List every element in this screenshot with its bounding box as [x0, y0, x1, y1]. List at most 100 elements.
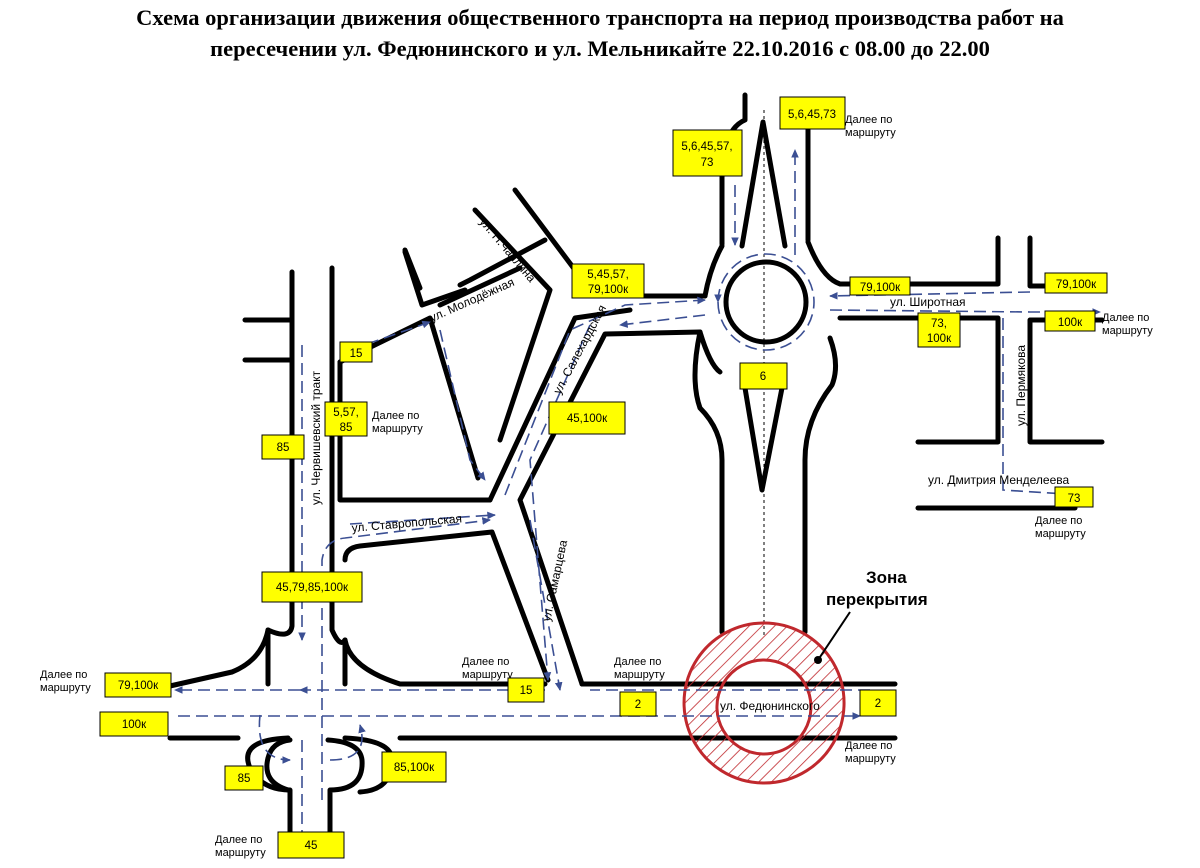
svg-text:Далее по: Далее по	[1035, 515, 1082, 527]
road-shirotnaya-east-south	[1027, 317, 1105, 445]
svg-text:45,79,85,100к: 45,79,85,100к	[276, 582, 349, 594]
badge-45-79-85-100k: 45,79,85,100к	[261, 571, 363, 603]
road-fedyuninskogo-north-edge-mid	[342, 637, 548, 687]
svg-text:маршруту: маршруту	[1102, 325, 1153, 337]
zone-label-line-1: Зона	[866, 568, 907, 587]
closure-zone	[682, 611, 851, 785]
road-west-loop-right	[325, 737, 365, 845]
svg-text:маршруту: маршруту	[845, 753, 896, 765]
arrow-west-loop-b	[329, 724, 366, 761]
roundabout-outer	[692, 228, 840, 376]
badge-5-57-85: 5,57, 85	[324, 401, 368, 437]
svg-text:Далее по: Далее по	[40, 669, 87, 681]
road-roundabout-north-island	[739, 119, 788, 249]
badge-73-mendeleeva: 73	[1054, 486, 1094, 508]
badge-85-left: 85	[261, 434, 305, 460]
badge-15-bottom: 15	[507, 677, 545, 703]
street-label-stavropolskaya: ул. Ставропольская	[351, 511, 462, 535]
badge-45-bottom: 45	[277, 831, 345, 859]
badge-100k-west: 100к	[99, 711, 169, 737]
svg-text:маршруту: маршруту	[40, 682, 91, 694]
badge-5-6-45-57-73: 5,6,45,57, 73	[672, 129, 743, 177]
badge-85-bottom: 85	[224, 765, 264, 791]
svg-text:2: 2	[875, 698, 881, 710]
badge-15-top: 15	[339, 341, 373, 363]
road-molodezhnaya-left	[402, 249, 468, 308]
arrow-permyakova-down	[1002, 318, 1066, 498]
svg-text:маршруту: маршруту	[372, 423, 423, 435]
arrow-chervishevsky-north	[321, 517, 491, 800]
street-label-mendeleeva: ул. Дмитрия Менделеева	[928, 473, 1069, 487]
note-fedyuninskogo-east: Далее по маршруту	[845, 740, 896, 765]
badge-2-right: 2	[859, 689, 897, 717]
street-labels: ул. Н.Чаплина ул. Молодёжная ул. Салехар…	[309, 215, 1069, 713]
zone-label-line-2: перекрытия	[826, 590, 928, 609]
note-chervishevsky: Далее по маршруту	[372, 410, 423, 435]
road-chervishevsky-west	[242, 269, 295, 637]
svg-text:маршруту: маршруту	[462, 669, 513, 681]
svg-text:15: 15	[520, 685, 533, 697]
svg-text:85: 85	[340, 422, 353, 434]
road-roundabout-west-top	[702, 243, 725, 299]
note-samartseva: Далее по маршруту	[462, 656, 513, 681]
road-stem-island	[742, 385, 785, 493]
svg-text:Далее по: Далее по	[845, 114, 892, 126]
street-label-samartseva: ул. Самарцева	[539, 538, 570, 622]
arrow-shirotnaya-out	[829, 308, 1101, 316]
badge-6: 6	[739, 362, 788, 390]
svg-text:73,: 73,	[931, 318, 947, 330]
road-salekhardskaya-west	[487, 307, 633, 503]
svg-text:79,100к: 79,100к	[588, 284, 629, 296]
svg-text:маршруту: маршруту	[1035, 528, 1086, 540]
note-fedyuninskogo-north: Далее по маршруту	[614, 656, 665, 681]
svg-text:2: 2	[635, 699, 641, 711]
road-chervishevsky-east	[329, 265, 348, 645]
note-north: Далее по маршруту	[845, 114, 896, 139]
badge-45-100k: 45,100к	[548, 401, 626, 435]
badge-79-100k-shirotnaya: 79,100к	[849, 276, 911, 296]
badge-85-100k: 85,100к	[381, 751, 447, 783]
arrow-molodezhnaya-up	[349, 320, 431, 351]
closure-zone-leader	[817, 611, 851, 661]
svg-text:5,6,45,57,: 5,6,45,57,	[681, 141, 732, 153]
svg-text:73: 73	[701, 157, 714, 169]
svg-text:45: 45	[305, 840, 318, 852]
note-south: Далее по маршруту	[215, 834, 266, 859]
svg-text:73: 73	[1068, 493, 1081, 505]
road-network	[167, 92, 1105, 845]
arrow-roundabout-ring	[714, 253, 815, 351]
badge-79-100k-west: 79,100к	[104, 672, 172, 698]
svg-text:5,6,45,73: 5,6,45,73	[788, 109, 836, 121]
svg-text:маршруту: маршруту	[614, 669, 665, 681]
street-label-shirotnaya: ул. Широтная	[890, 295, 966, 309]
badge-100k-east: 100к	[1044, 310, 1096, 332]
note-mendeleeva: Далее по маршруту	[1035, 515, 1086, 540]
page-title: Схема организации движения общественного…	[0, 2, 1200, 64]
note-east: Далее по маршруту	[1102, 312, 1153, 337]
svg-text:маршруту: маршруту	[845, 127, 896, 139]
road-roundabout-east-top	[805, 235, 1001, 287]
note-west: Далее по маршруту	[40, 669, 91, 694]
svg-text:85: 85	[238, 773, 251, 785]
street-label-permyakova: ул. Пермякова	[1014, 345, 1028, 426]
arrow-salekhardskaya-up	[504, 296, 706, 496]
arrow-west-from-roundabout	[619, 314, 706, 328]
roundabout-island	[723, 259, 809, 345]
arrow-west-loop-a	[258, 714, 291, 764]
svg-text:100к: 100к	[122, 719, 147, 731]
svg-text:79,100к: 79,100к	[860, 282, 901, 294]
street-label-chervishevsky: ул. Червишевский тракт	[309, 370, 323, 505]
svg-text:85,100к: 85,100к	[394, 762, 435, 774]
svg-text:Далее по: Далее по	[1102, 312, 1149, 324]
title-line-2: пересечении ул. Федюнинского и ул. Мельн…	[210, 36, 990, 61]
badge-5-6-45-73: 5,6,45,73	[779, 96, 846, 130]
svg-text:Далее по: Далее по	[372, 410, 419, 422]
arrow-salekhardskaya-down	[529, 324, 591, 681]
svg-text:Далее по: Далее по	[614, 656, 661, 668]
arrow-molodezhnaya-down	[439, 329, 486, 481]
svg-text:Далее по: Далее по	[215, 834, 262, 846]
badge-73-100k: 73, 100к	[917, 312, 961, 348]
svg-text:45,100к: 45,100к	[567, 413, 608, 425]
svg-text:15: 15	[350, 348, 363, 360]
